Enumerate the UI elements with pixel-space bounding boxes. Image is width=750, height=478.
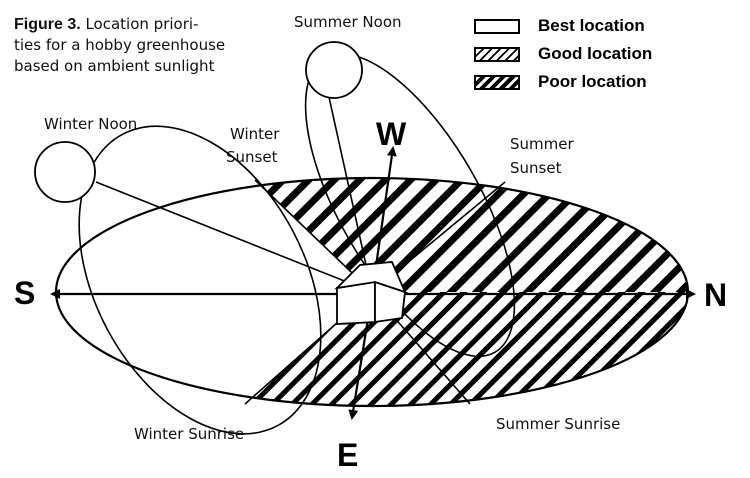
winter-noon-sun — [34, 141, 96, 203]
winter-sunset-label-2: Sunset — [226, 148, 278, 166]
summer-noon-ray — [326, 87, 373, 293]
poor-swatch — [474, 74, 520, 90]
good-swatch — [474, 46, 520, 62]
winter-sunset-label-1: Winter — [230, 125, 280, 143]
summer-noon-label: Summer Noon — [294, 13, 402, 31]
caption-line2: ties for a hobby greenhouse — [14, 36, 226, 54]
winter-sun-path — [78, 125, 322, 435]
caption-line1: Location priori- — [85, 15, 199, 33]
good-location-region — [255, 178, 688, 292]
summer-sunset-label-1: Summer — [510, 135, 574, 153]
caption-line3: based on ambient sunlight — [14, 57, 215, 75]
south-label: S — [14, 275, 36, 311]
legend-label: Good location — [538, 44, 653, 63]
summer-sunset-label-2: Sunset — [510, 159, 562, 177]
legend-label: Poor location — [538, 72, 647, 91]
winter-noon-ray — [95, 181, 373, 293]
summer-sunrise-label: Summer Sunrise — [496, 415, 621, 433]
legend: Best location Good location Poor locatio… — [474, 12, 652, 96]
winter-sunrise-label: Winter Sunrise — [134, 425, 245, 443]
legend-label: Best location — [538, 16, 645, 35]
summer-noon-sun — [305, 41, 363, 99]
winter-noon-label: Winter Noon — [44, 115, 138, 133]
west-label: W — [376, 116, 407, 152]
caption-label: Figure 3. — [14, 16, 81, 33]
figure-caption: Figure 3. Location priori- ties for a ho… — [14, 14, 264, 77]
north-label: N — [704, 277, 728, 313]
legend-item-poor: Poor location — [474, 68, 652, 96]
best-swatch — [474, 18, 520, 34]
greenhouse-icon — [334, 261, 407, 325]
east-label: E — [337, 437, 359, 473]
legend-item-best: Best location — [474, 12, 652, 40]
legend-item-good: Good location — [474, 40, 652, 68]
